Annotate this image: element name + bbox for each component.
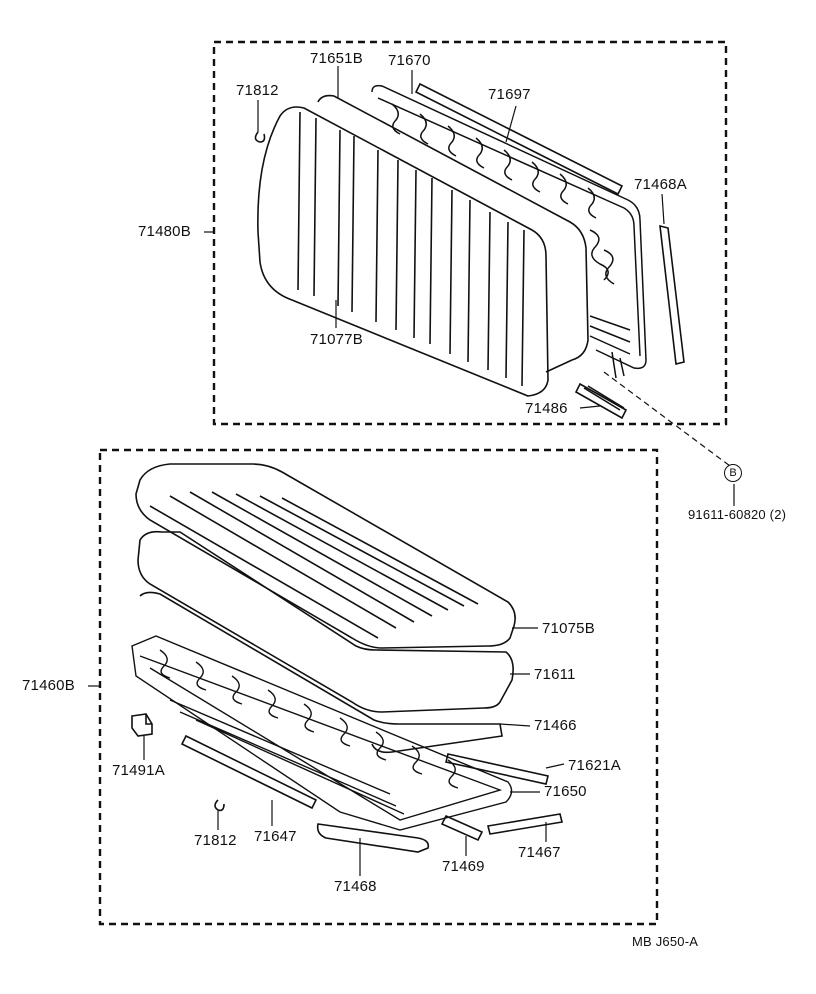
label-71611: 71611 xyxy=(534,666,576,683)
label-71469: 71469 xyxy=(442,858,485,875)
label-71486: 71486 xyxy=(525,400,568,417)
seatback-spring-frame xyxy=(371,84,647,379)
cushion-rod-71469 xyxy=(440,814,484,842)
label-71651B: 71651B xyxy=(310,50,363,67)
label-71650: 71650 xyxy=(544,783,587,800)
cushion-spring-frame xyxy=(131,635,513,831)
label-71491A: 71491A xyxy=(112,762,165,779)
hog-ring-lower xyxy=(214,799,225,812)
label-71460B: 71460B xyxy=(22,677,75,694)
drawing-code: MB J650-A xyxy=(632,934,699,949)
label-71466: 71466 xyxy=(534,717,577,734)
label-71621A: 71621A xyxy=(568,757,621,774)
label-71075B: 71075B xyxy=(542,620,595,637)
cushion-rod-71467 xyxy=(487,813,563,835)
label-fastener-part: 91611-60820 (2) xyxy=(688,507,787,522)
cushion-rod-71468 xyxy=(316,823,430,853)
label-71468: 71468 xyxy=(334,878,377,895)
seatback-cover xyxy=(257,106,549,397)
seatback-pad xyxy=(317,94,589,373)
cushion-clip-71491A xyxy=(131,713,153,737)
seatback-rod-71697 xyxy=(414,82,624,196)
upper-leaders xyxy=(204,66,665,409)
cushion-pad xyxy=(137,530,514,713)
lower-leaders xyxy=(88,627,565,876)
cushion-sheet-71466 xyxy=(139,591,503,754)
label-71670: 71670 xyxy=(388,52,431,69)
seatback-bar-71486 xyxy=(574,382,628,420)
label-71697: 71697 xyxy=(488,86,531,103)
cushion-rod-71621A xyxy=(445,753,549,785)
label-71812-upper: 71812 xyxy=(236,82,279,99)
label-71812-lower: 71812 xyxy=(194,832,237,849)
cushion-cover xyxy=(135,463,516,649)
label-71480B: 71480B xyxy=(138,223,191,240)
hog-ring-upper xyxy=(254,131,266,143)
lower-group-frame xyxy=(98,448,659,926)
cushion-rod-71647 xyxy=(180,734,318,810)
fastener-ref-circle: B xyxy=(724,464,742,482)
label-71467: 71467 xyxy=(518,844,561,861)
fastener-leader xyxy=(603,371,735,506)
label-71468A: 71468A xyxy=(634,176,687,193)
upper-group-frame xyxy=(212,40,728,426)
label-71647: 71647 xyxy=(254,828,297,845)
label-71077B: 71077B xyxy=(310,331,363,348)
seatback-rod-71468A xyxy=(659,224,685,365)
